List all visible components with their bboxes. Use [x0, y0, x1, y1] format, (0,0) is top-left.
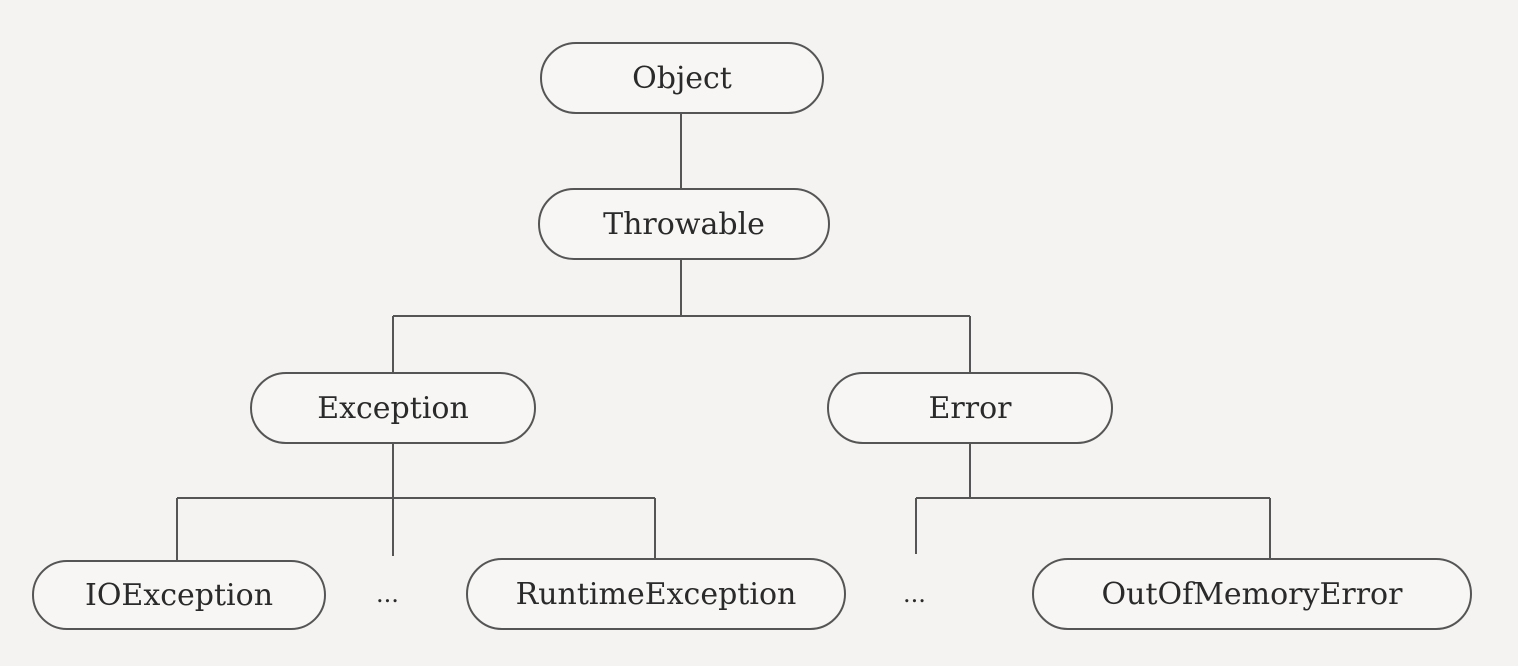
node-out-of-memory-error: OutOfMemoryError [1032, 558, 1472, 630]
node-runtime-exception: RuntimeException [466, 558, 846, 630]
node-exception-label: Exception [317, 390, 469, 426]
node-ioexception: IOException [32, 560, 326, 630]
node-object-label: Object [632, 60, 732, 96]
node-object: Object [540, 42, 824, 114]
exception-children-ellipsis: ... [376, 580, 399, 608]
node-throwable-label: Throwable [603, 206, 765, 242]
node-error: Error [827, 372, 1113, 444]
node-out-of-memory-error-label: OutOfMemoryError [1101, 576, 1403, 612]
node-throwable: Throwable [538, 188, 830, 260]
node-error-label: Error [928, 390, 1012, 426]
node-runtime-exception-label: RuntimeException [515, 576, 797, 612]
error-children-ellipsis: ... [903, 580, 926, 608]
node-ioexception-label: IOException [84, 577, 274, 613]
node-exception: Exception [250, 372, 536, 444]
